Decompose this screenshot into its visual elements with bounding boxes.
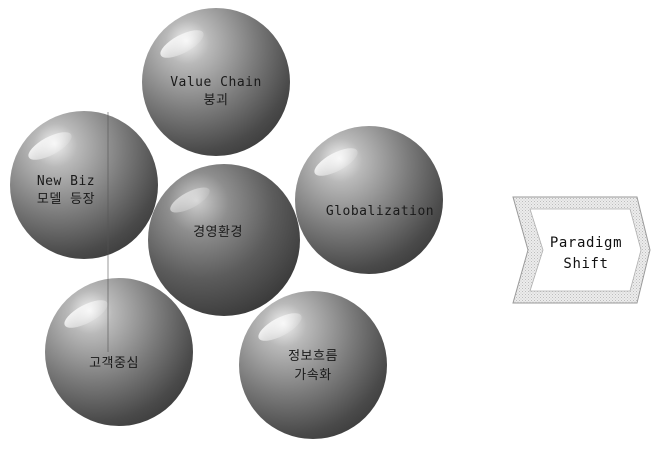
sphere-value-chain: Value Chain 붕괴: [142, 8, 290, 156]
paradigm-shift-label-1: Paradigm: [550, 235, 622, 251]
sphere-body: [45, 278, 193, 426]
sphere-body: [148, 164, 300, 316]
sphere-management-environment: 경영환경: [148, 164, 300, 316]
sphere-globalization: Globalization: [295, 126, 443, 274]
sphere-info-flow: 정보흐름 가속화: [239, 291, 387, 439]
sphere-body: [295, 126, 443, 274]
sphere-label-new-biz-1: New Biz: [37, 174, 95, 189]
paradigm-shift-label-2: Shift: [563, 256, 608, 272]
sphere-label-new-biz-2: 모델 등장: [37, 192, 95, 207]
sphere-label-management-environment: 경영환경: [193, 225, 243, 240]
sphere-label-info-flow-2: 가속화: [294, 368, 331, 383]
paradigm-shift-arrow: Paradigm Shift: [513, 197, 650, 303]
sphere-label-value-chain-2: 붕괴: [204, 93, 229, 108]
sphere-label-value-chain-1: Value Chain: [170, 75, 262, 90]
sphere-body: [239, 291, 387, 439]
sphere-label-info-flow-1: 정보흐름: [288, 349, 338, 364]
sphere-new-biz: New Biz 모델 등장: [10, 111, 158, 259]
sphere-label-globalization: Globalization: [326, 204, 434, 219]
sphere-label-customer: 고객중심: [89, 356, 139, 371]
